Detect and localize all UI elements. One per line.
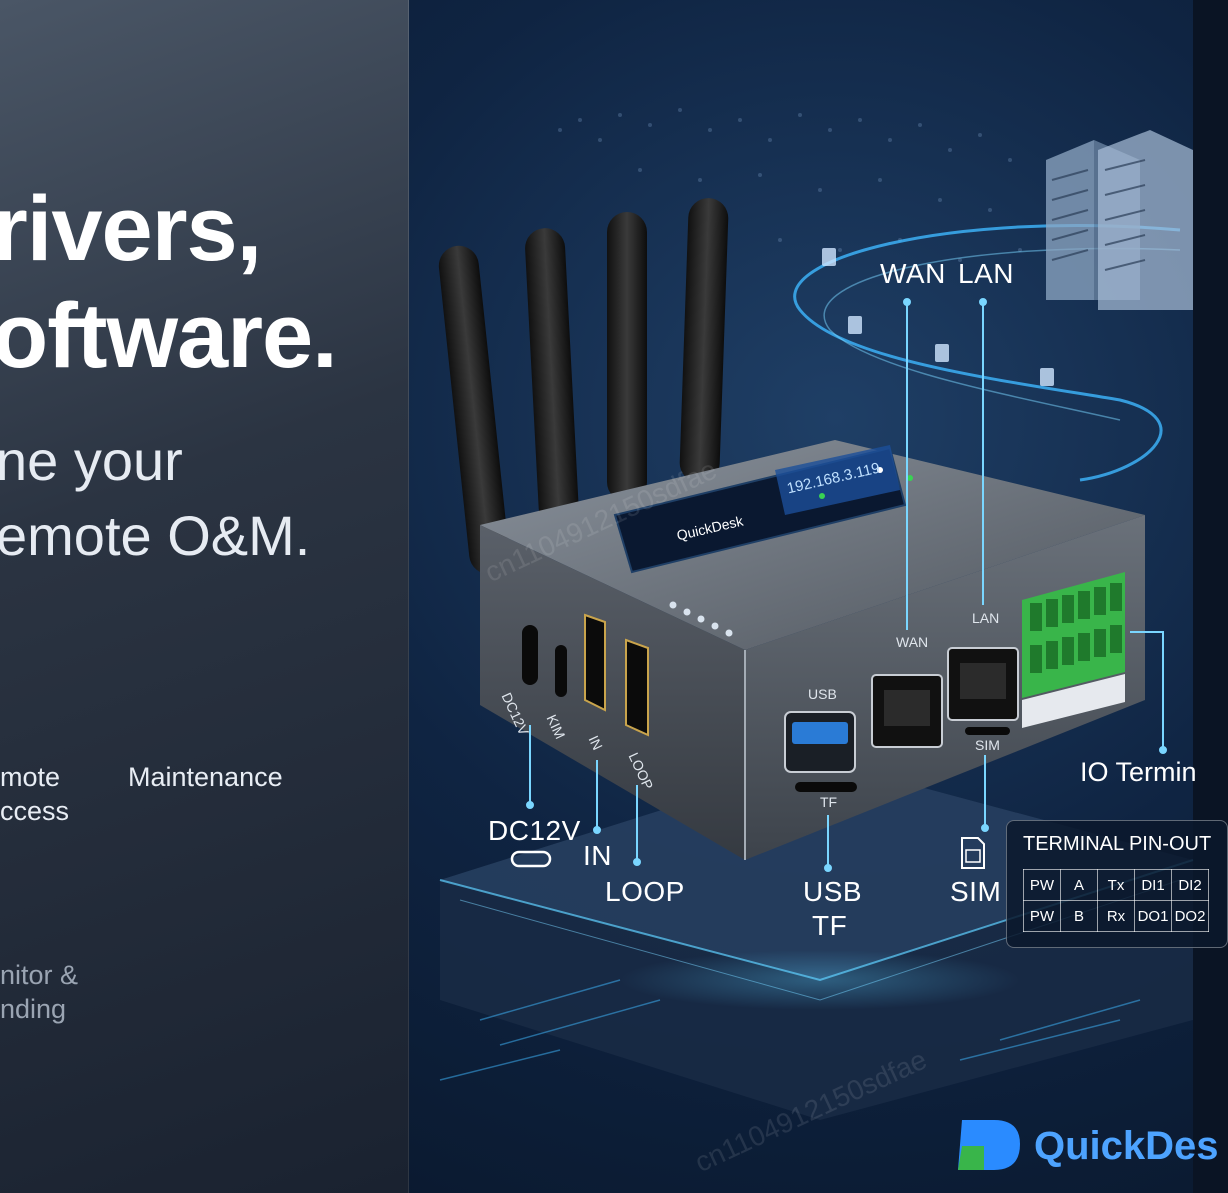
feature-monitor-line2: nding (0, 994, 67, 1024)
data-stream-arc (793, 224, 1181, 482)
document-icons (822, 248, 1054, 386)
callout-in: IN (583, 840, 612, 871)
table-cell: B (1060, 900, 1098, 932)
glowing-platform (439, 760, 1194, 1120)
table-cell: DO1 (1134, 900, 1172, 932)
table-cell: DO2 (1171, 900, 1209, 932)
callout-loop: LOOP (605, 876, 685, 907)
table-cell: PW (1023, 900, 1061, 932)
tf-slot (795, 782, 857, 792)
callout-io-terminal: IO Termin (1080, 757, 1197, 787)
callout-dc12v: DC12V (488, 815, 581, 846)
table-row: PW A Tx DI1 DI2 (1023, 869, 1209, 901)
headline-line-1: rivers, (0, 178, 262, 280)
sim-slot (965, 727, 1010, 735)
callout-lan: LAN (958, 258, 1014, 289)
background-graphics (0, 108, 1194, 1170)
hdmi-in-port (584, 613, 606, 712)
headline-line-2: oftware. (0, 285, 338, 387)
callout-wan: WAN (880, 258, 946, 289)
brand-name: QuickDes (1034, 1124, 1219, 1168)
port-label-usb: USB (808, 686, 837, 702)
left-panel (0, 0, 409, 1193)
table-cell: PW (1023, 869, 1061, 901)
callout-lines (526, 298, 1167, 872)
router-device (480, 440, 1145, 860)
table-row: PW B Rx DO1 DO2 (1023, 900, 1209, 932)
terminal-pinout-table: PW A Tx DI1 DI2 PW B Rx DO1 DO2 (1023, 869, 1209, 932)
feature-remote-access-line1: mote (0, 762, 61, 792)
hdmi-loop-port (625, 638, 649, 737)
port-label-tf: TF (820, 794, 838, 810)
world-map-dots (558, 108, 1022, 262)
subheadline-line-1: ne your (0, 429, 183, 492)
table-cell: DI2 (1171, 869, 1209, 901)
subheadline-line-2: emote O&M. (0, 504, 311, 567)
feature-remote-access-line2: ccess (0, 796, 70, 826)
callout-sim: SIM (950, 876, 1002, 907)
antennas (438, 198, 729, 575)
terminal-pinout-panel: TERMINAL PIN-OUT PW A Tx DI1 DI2 PW B Rx… (1006, 820, 1228, 948)
quickdesk-logo-icon (958, 1120, 1020, 1170)
table-cell: Rx (1097, 900, 1135, 932)
feature-maintenance: Maintenance (128, 762, 283, 792)
table-cell: DI1 (1134, 869, 1172, 901)
callout-tf: TF (812, 910, 848, 941)
port-label-sim: SIM (975, 737, 1000, 753)
terminal-pinout-title: TERMINAL PIN-OUT (1023, 833, 1212, 855)
dc12v-port (522, 625, 538, 685)
feature-monitor-line1: nitor & (0, 960, 79, 990)
status-leds (669, 601, 733, 637)
port-label-wan: WAN (896, 634, 929, 650)
kim-port (555, 645, 567, 697)
server-rack-icon (1046, 130, 1193, 310)
port-label-lan: LAN (972, 610, 1000, 626)
usb-c-icon (510, 850, 552, 868)
table-cell: A (1060, 869, 1098, 901)
callout-usb: USB (803, 876, 863, 907)
table-cell: Tx (1097, 869, 1135, 901)
sim-card-icon (961, 837, 985, 869)
